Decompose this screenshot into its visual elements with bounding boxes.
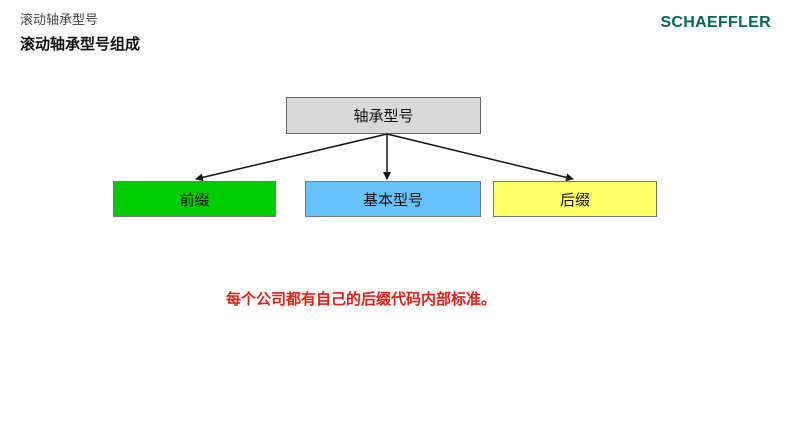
brand-logo: SCHAEFFLER	[660, 14, 771, 31]
arrow-to-suffix	[386, 133, 574, 182]
suffix-box: 后缀	[493, 181, 657, 217]
prefix-box: 前缀	[113, 181, 276, 217]
basic-model-box: 基本型号	[305, 181, 481, 217]
basic-model-label: 基本型号	[362, 190, 423, 209]
section-title: 滚动轴承型号	[20, 13, 99, 28]
bearing-model-box: 轴承型号	[286, 97, 481, 134]
bearing-model-label: 轴承型号	[353, 107, 414, 125]
arrow-to-prefix	[195, 133, 388, 182]
page-title: 滚动轴承型号组成	[20, 35, 141, 53]
prefix-label: 前缀	[179, 190, 210, 209]
suffix-label: 后缀	[559, 190, 590, 209]
suffix-note: 每个公司都有自己的后缀代码内部标准。	[226, 290, 497, 308]
